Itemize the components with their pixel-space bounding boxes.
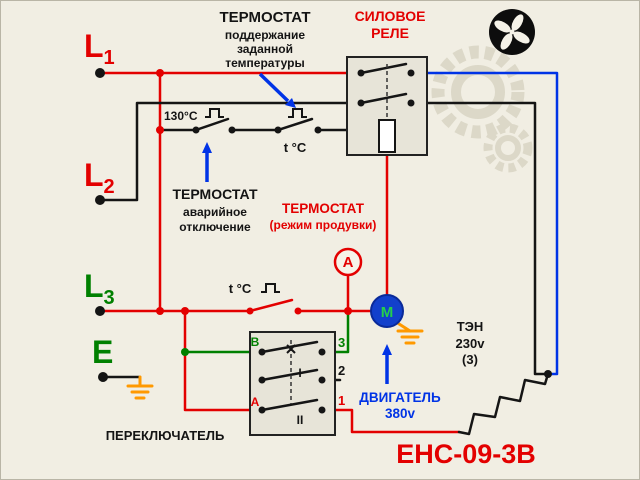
model-number: ЕНС-09-3В [396,439,536,469]
green-junction-dot [181,348,189,356]
ground-symbol-motor [394,320,424,345]
safety-temp-label: 130°C [164,109,198,123]
thermostat-maintain-title: ТЕРМОСТАТ [219,9,310,26]
selector-terminal-1: 1 [338,393,345,408]
gear-icon [431,45,525,139]
selector-pos-ii: II [297,413,304,427]
heater-label-line3: (3) [462,352,478,367]
thermal-contact-icon-1 [205,108,224,118]
fan-icon [489,9,535,55]
relay-title-line2: РЕЛЕ [371,25,409,41]
gear-hub-icon [451,65,505,119]
ground-symbol-earth [126,375,154,400]
purge-sensor-circle [333,247,363,277]
thermostat-safety-line1: аварийное [183,205,247,219]
small-gear-icon [483,123,533,173]
motor-label-line1: ДВИГАТЕЛЬ [359,390,441,405]
wire-l2-feed [98,101,363,202]
gear-watermark [431,45,533,173]
relay-contact2-lever [359,92,408,105]
terminal-dots [95,68,108,382]
terminal-label-l3: L3 [84,268,115,309]
selector-cross-icon [286,344,296,354]
selector-contact3-lever [260,398,319,412]
heater-resistor [457,372,550,436]
purge-contact-lever [248,298,294,313]
thermal-contact-icon-2 [288,108,307,118]
contact-dots [192,69,552,414]
arrow-head-1 [285,98,296,108]
heater-label-line1: ТЭН [457,319,484,334]
wire-relay-output1 [409,71,559,376]
purge-sensor-letter: А [343,254,354,271]
wire-relay-output2 [409,101,550,376]
terminal-label-l2: L2 [84,157,115,198]
motor-letter: М [381,304,394,321]
heater-label-line2: 230v [456,336,486,351]
safety-contact2-lever [276,117,314,132]
thermostat-purge-title: ТЕРМОСТАТ [282,201,365,216]
wire-selector-feed [183,309,264,412]
arrow-head-2 [202,142,212,153]
selector-pos-i: I [298,366,301,380]
thermostat-safety-title: ТЕРМОСТАТ [173,186,258,202]
small-gear-hub-icon [495,135,521,161]
relay-title-line1: СИЛОВОЕ [355,8,426,24]
thermal-contact-icon-3 [261,283,280,293]
purge-contact-label: t °C [229,281,252,296]
selector-pos-a: А [251,395,260,409]
relay-contact1-lever [359,62,408,75]
selector-contact2-lever [260,368,319,382]
thermostat-safety-line2: отключение [179,220,251,234]
motor-circle [370,294,404,328]
selector-pos-b: В [251,335,260,349]
arrow-to-contact2 [258,72,290,103]
terminal-label-l1: L1 [84,28,115,69]
relay-coil [378,119,396,153]
red-junction-dots [156,69,352,315]
arrow-head-3 [382,344,392,355]
thermostat-purge-subtitle: (режим продувки) [270,218,377,232]
thermostat-maintain-line3: температуры [225,56,304,70]
safety-contact1-lever [194,117,230,132]
pointer-arrows [202,72,392,384]
selector-label: ПЕРЕКЛЮЧАТЕЛЬ [106,428,225,443]
terminal-label-e: E [92,334,113,370]
selector-terminal-2: 2 [338,363,345,378]
safety-contact-label: t °C [284,140,307,155]
thermostat-maintain-line1: поддержание [225,28,305,42]
wire-terminal1-to-heater [320,408,461,434]
thermostat-maintain-line2: заданной [237,42,293,56]
motor-label-line2: 380v [385,406,416,421]
selector-terminal-3: 3 [338,335,345,350]
